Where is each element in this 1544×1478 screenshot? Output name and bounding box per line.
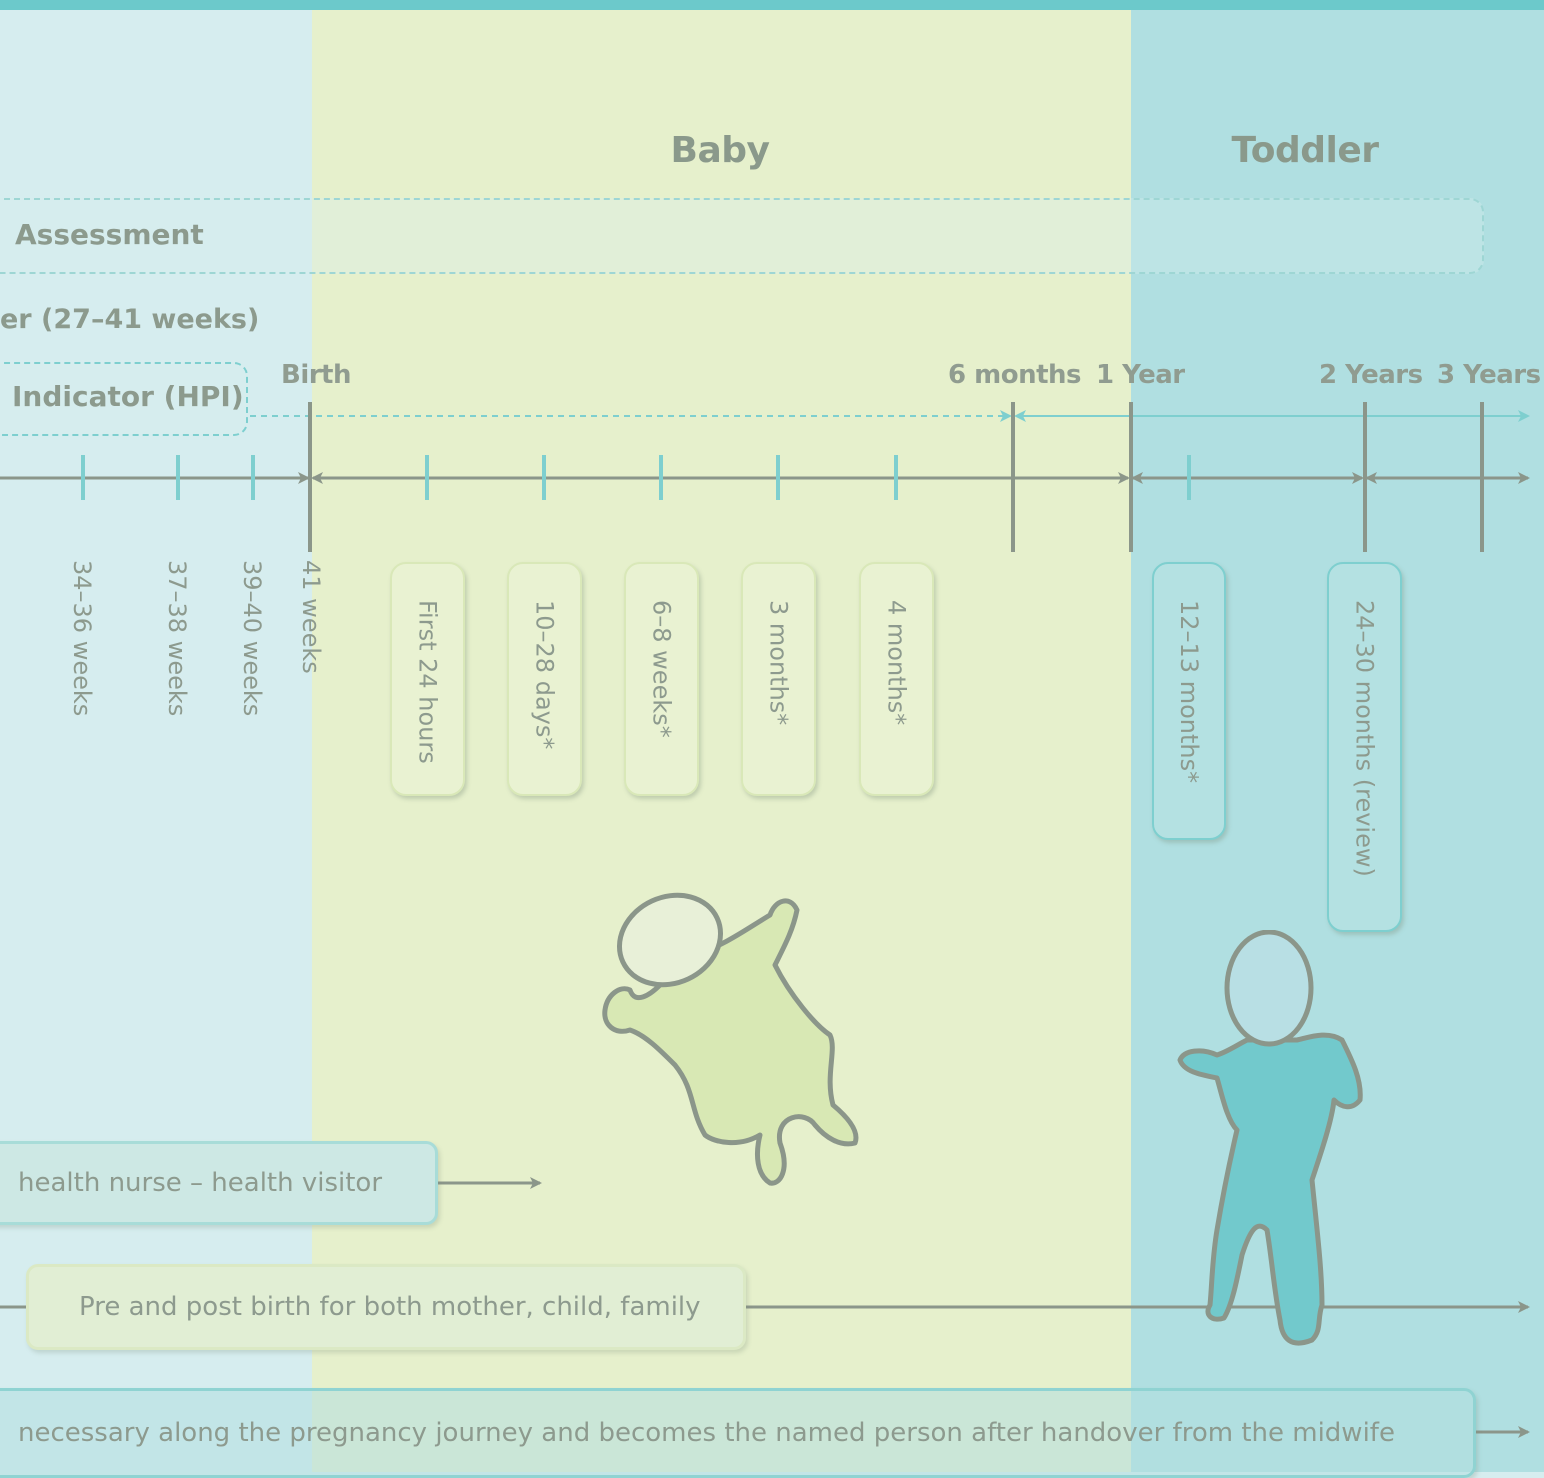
check-card: 4 months* <box>859 562 934 796</box>
check-card-label: 6–8 weeks* <box>647 600 676 738</box>
baby-figure <box>602 892 859 1186</box>
stage-title-toddler: Toddler <box>1231 130 1379 171</box>
milestone-1-year: 1 Year <box>1096 360 1185 390</box>
pregnancy-band <box>0 0 312 1472</box>
milestone-6-months: 6 months <box>948 360 1082 390</box>
check-card-label: First 24 hours <box>413 600 442 764</box>
check-card: First 24 hours <box>390 562 465 796</box>
assessment-label: Assessment <box>15 218 204 251</box>
stage-title-baby: Baby <box>670 130 770 171</box>
check-card: 3 months* <box>741 562 816 796</box>
check-card: 10–28 days* <box>507 562 582 796</box>
check-card: 6–8 weeks* <box>624 562 699 796</box>
top-accent-bar <box>0 0 1544 10</box>
assessment-pill <box>0 198 1484 274</box>
milestone-birth: Birth <box>281 360 352 390</box>
week-label-41: 41 weeks <box>297 560 325 674</box>
check-card-label: 4 months* <box>882 600 911 726</box>
check-card-label: 10–28 days* <box>530 600 559 750</box>
support-text: Pre and post birth for both mother, chil… <box>79 1292 701 1322</box>
health-visitor-text: health nurse – health visitor <box>18 1168 383 1198</box>
check-card: 24–30 months (review) <box>1327 562 1402 932</box>
trimester-label: er (27–41 weeks) <box>0 304 260 335</box>
hpi-label: Indicator (HPI) <box>12 380 244 413</box>
milestone-2-years: 2 Years <box>1319 360 1423 390</box>
week-label-34-36: 34–36 weeks <box>68 560 96 717</box>
named-person-bar: necessary along the pregnancy journey an… <box>0 1388 1476 1478</box>
check-card-label: 12–13 months* <box>1175 600 1203 784</box>
check-card-label: 3 months* <box>764 600 793 726</box>
hpi-pill <box>0 362 248 436</box>
week-label-39-40: 39–40 weeks <box>238 560 266 717</box>
check-card-label: 24–30 months (review) <box>1350 600 1379 877</box>
named-person-text: necessary along the pregnancy journey an… <box>18 1418 1395 1448</box>
toddler-figure <box>1177 930 1363 1346</box>
milestone-3-years: 3 Years <box>1437 360 1541 390</box>
check-card: 12–13 months* <box>1152 562 1226 840</box>
minor-ticks <box>81 455 1191 500</box>
week-label-37-38: 37–38 weeks <box>163 560 191 717</box>
support-bar: Pre and post birth for both mother, chil… <box>26 1264 746 1350</box>
health-visitor-bar: health nurse – health visitor <box>0 1141 438 1225</box>
